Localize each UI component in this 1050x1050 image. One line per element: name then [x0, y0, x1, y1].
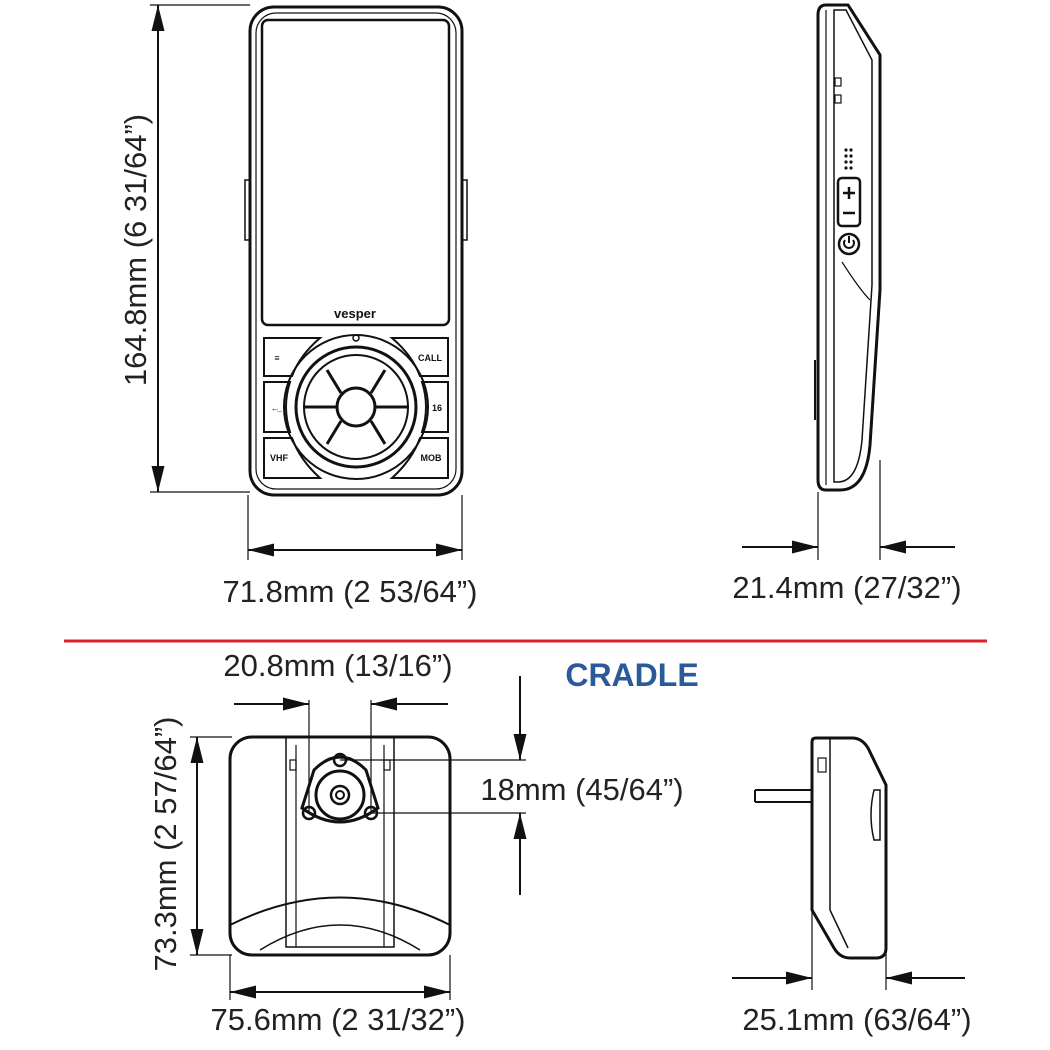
mob-label: MOB — [421, 453, 442, 463]
mob-button — [389, 437, 449, 479]
screen — [260, 18, 451, 327]
mounting-plate — [300, 755, 380, 824]
cradle-hole-spacing-v-dimension: 18mm (45/64”) — [340, 676, 684, 895]
menu-button — [263, 337, 323, 377]
vhf-label: VHF — [270, 453, 289, 463]
ch16-label: 16 — [432, 403, 442, 413]
cradle-hole-spacing-v-label: 18mm (45/64”) — [480, 772, 683, 807]
device-width-label: 71.8mm (2 53/64”) — [223, 574, 478, 609]
cradle-hole-spacing-h-dimension: 20.8mm (13/16”) — [223, 648, 453, 813]
cradle-side-view — [754, 736, 888, 960]
cradle-height-label: 73.3mm (2 57/64”) — [148, 717, 183, 972]
speaker-grille-icon — [844, 148, 853, 170]
device-width-dimension: 71.8mm (2 53/64”) — [223, 495, 478, 609]
cradle-width-label: 75.6mm (2 31/32”) — [211, 1002, 466, 1037]
cradle-depth-label: 25.1mm (63/64”) — [742, 1002, 971, 1037]
vhf-button — [263, 437, 323, 479]
back-button — [263, 381, 292, 433]
center-button — [335, 386, 377, 428]
plus-icon — [843, 187, 855, 199]
device-depth-dimension: 21.4mm (27/32”) — [732, 460, 962, 605]
power-icon — [837, 232, 861, 256]
cradle-width-dimension: 75.6mm (2 31/32”) — [211, 955, 466, 1037]
cradle-height-dimension: 73.3mm (2 57/64”) — [148, 717, 232, 972]
brand-logo: vesper — [334, 306, 376, 321]
cradle-front-view — [228, 735, 452, 957]
device-height-label: 164.8mm (6 31/64”) — [118, 114, 153, 386]
cradle-depth-dimension: 25.1mm (63/64”) — [732, 910, 972, 1037]
ch16-button — [420, 381, 449, 433]
device-depth-label: 21.4mm (27/32”) — [732, 570, 961, 605]
menu-label: ≡ — [274, 353, 279, 363]
cradle-hole-spacing-h-label: 20.8mm (13/16”) — [223, 648, 452, 683]
call-label: CALL — [418, 353, 442, 363]
device-front-view: vesper ≡ CALL VHF MOB ←̲ 16 — [244, 5, 468, 497]
device-side-view — [814, 3, 882, 492]
back-label: ←̲ — [271, 403, 283, 413]
call-button — [389, 337, 449, 377]
device-height-dimension: 164.8mm (6 31/64”) — [118, 4, 250, 493]
cradle-section-title: CRADLE — [565, 657, 698, 693]
